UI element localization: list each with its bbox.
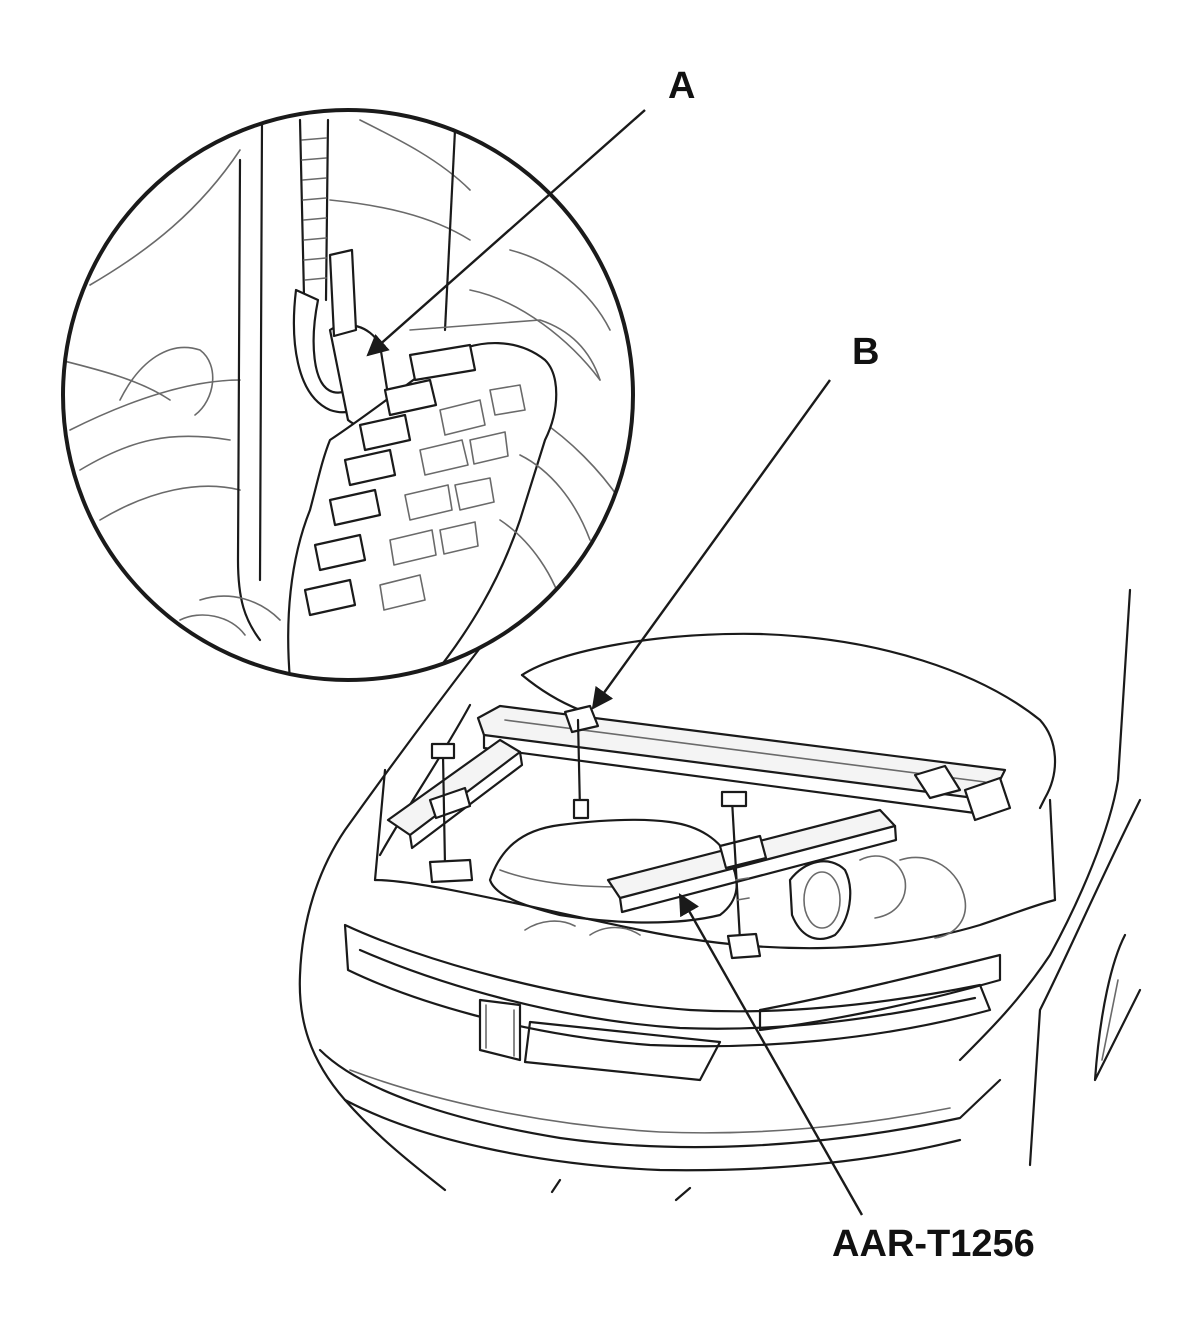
hood [520, 632, 1057, 810]
callout-label-a: A [668, 65, 696, 107]
left-hanger [441, 753, 447, 867]
lower-intake [523, 1020, 722, 1082]
leader-line-a [366, 109, 646, 357]
leader-line-tool [678, 893, 864, 1216]
engine-bay-rim [373, 878, 1057, 950]
emblem [478, 998, 522, 1062]
vehicle-front [298, 588, 1142, 1202]
engine-support-tool [386, 704, 1012, 960]
right-fender [958, 588, 1132, 1062]
left-body [298, 646, 482, 1192]
tool-name-label: AAR-T1256 [832, 1223, 1035, 1265]
leader-line-b [591, 379, 831, 710]
front-hanger [730, 798, 742, 942]
front-grille [343, 923, 992, 1048]
center-hook-rod [576, 718, 582, 812]
right-headlight [758, 953, 1002, 1032]
detail-magnifier [61, 108, 635, 682]
front-bumper [318, 1048, 1002, 1149]
detail-circle-border [61, 108, 635, 682]
callout-label-b: B [852, 331, 880, 373]
intake-duct [788, 860, 852, 941]
